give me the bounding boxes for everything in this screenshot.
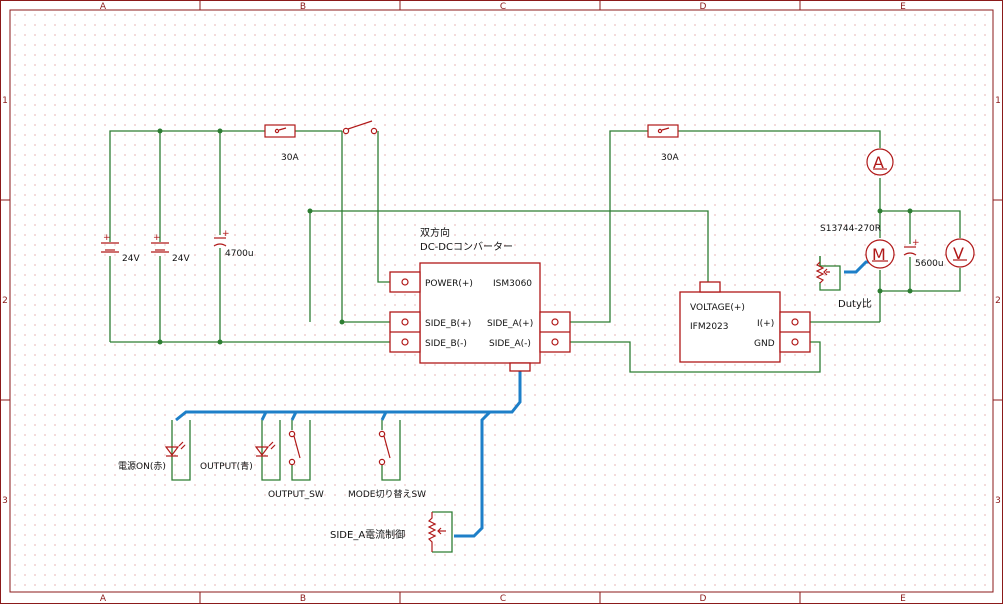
svg-text:+: + [153,233,161,243]
col-label-top: E [900,2,906,12]
sensor-pin-gnd: GND [754,339,775,349]
capacitor-1: + [213,229,230,247]
col-label-bottom: B [300,594,306,604]
led-power-label: 電源ON(赤) [118,461,166,472]
switch-output [288,430,301,466]
switch-mode [378,430,391,466]
duty-label: Duty比 [838,298,872,310]
side-a-potentiometer [427,512,446,552]
led-output [254,441,276,457]
main-switch [342,120,378,135]
fuse-1 [264,124,296,138]
row-label-left: 1 [2,96,8,106]
converter-pin-side-a-neg: SIDE_A(-) [489,339,531,349]
col-label-bottom: C [500,594,506,604]
row-label-left: 3 [2,496,8,506]
fuse-1-value: 30A [281,153,299,163]
svg-text:+: + [912,238,920,248]
col-label-bottom: E [900,594,906,604]
voltmeter [945,238,975,268]
svg-text:+: + [222,229,230,239]
row-label-right: 1 [995,96,1001,106]
sensor-pin-current: I(+) [757,319,774,329]
side-a-pot-label: SIDE_A電流制御 [330,528,405,541]
row-label-left: 2 [2,296,8,306]
converter-block [389,262,571,372]
svg-text:+: + [103,233,111,243]
converter-part: ISM3060 [493,279,532,289]
capacitor-2: + [903,238,920,256]
sensor-block [679,281,811,363]
col-label-bottom: A [100,594,107,604]
col-label-top: A [100,2,107,12]
col-label-top: B [300,2,306,12]
ammeter [866,148,894,176]
converter-pin-side-a-pos: SIDE_A(+) [487,319,533,329]
row-label-right: 3 [995,496,1001,506]
capacitor-2-value: 5600u [915,259,944,269]
converter-pin-power: POWER(+) [425,279,473,289]
converter-pin-side-b-pos: SIDE_B(+) [425,319,471,329]
voltmeter-symbol: V [953,244,964,263]
duty-potentiometer [815,261,830,284]
fuse-2 [647,124,679,138]
fuse-2-value: 30A [661,153,679,163]
switch-mode-label: MODE切り替えSW [348,488,426,500]
row-label-right: 2 [995,296,1001,306]
motor [865,239,895,269]
led-output-label: OUTPUT(青) [200,460,253,472]
sensor-pin-voltage: VOLTAGE(+) [690,303,745,313]
ammeter-symbol: A [873,153,884,172]
junction-dots [157,128,913,345]
converter-title-2: DC-DCコンバーター [420,241,513,253]
motor-symbol: M [872,245,886,264]
wires [109,130,961,553]
inner-frame [9,9,994,593]
converter-pin-side-b-neg: SIDE_B(-) [425,339,467,349]
battery-1-value: 24V [122,254,140,264]
signal-bus [175,260,880,538]
col-label-top: C [500,2,506,12]
led-power [164,441,186,457]
col-label-bottom: D [700,594,707,604]
capacitor-1-value: 4700u [225,249,254,259]
battery-1: + [101,233,119,253]
battery-2: + [151,233,169,253]
motor-part: S13744-270R [820,224,881,234]
converter-title-1: 双方向 [420,226,450,239]
switch-output-label: OUTPUT_SW [268,490,324,500]
battery-2-value: 24V [172,254,190,264]
sensor-part: IFM2023 [690,322,729,332]
col-label-top: D [700,2,707,12]
